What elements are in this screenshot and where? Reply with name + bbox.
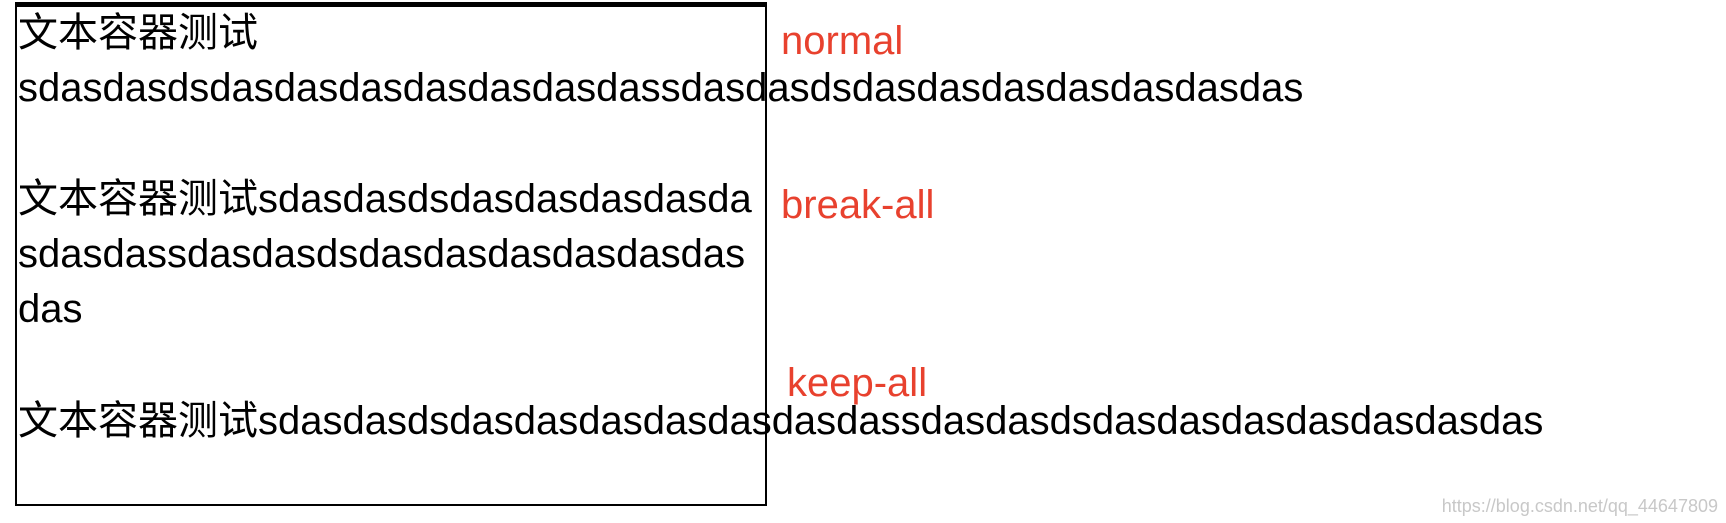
keep-all-text-line-1: 文本容器测试sdasdasdsdasdasdasdasdasdasdassdas… xyxy=(18,399,1544,443)
label-break-all: break-all xyxy=(781,183,935,227)
normal-text-line-2: sdasdasdsdasdasdasdasdasdasdassdasdasdsd… xyxy=(18,66,1304,110)
label-keep-all: keep-all xyxy=(787,361,928,405)
break-all-text-line-3: das xyxy=(18,287,83,331)
break-all-text-line-2: sdasdassdasdasdsdasdasdasdasdasdas xyxy=(18,232,746,276)
text-container-box xyxy=(15,2,767,506)
break-all-text-line-1: 文本容器测试sdasdasdsdasdasdasdasda xyxy=(18,177,752,221)
watermark: https://blog.csdn.net/qq_44647809 xyxy=(1441,496,1718,516)
label-normal: normal xyxy=(781,19,904,63)
normal-text-line-1: 文本容器测试 xyxy=(18,11,258,55)
